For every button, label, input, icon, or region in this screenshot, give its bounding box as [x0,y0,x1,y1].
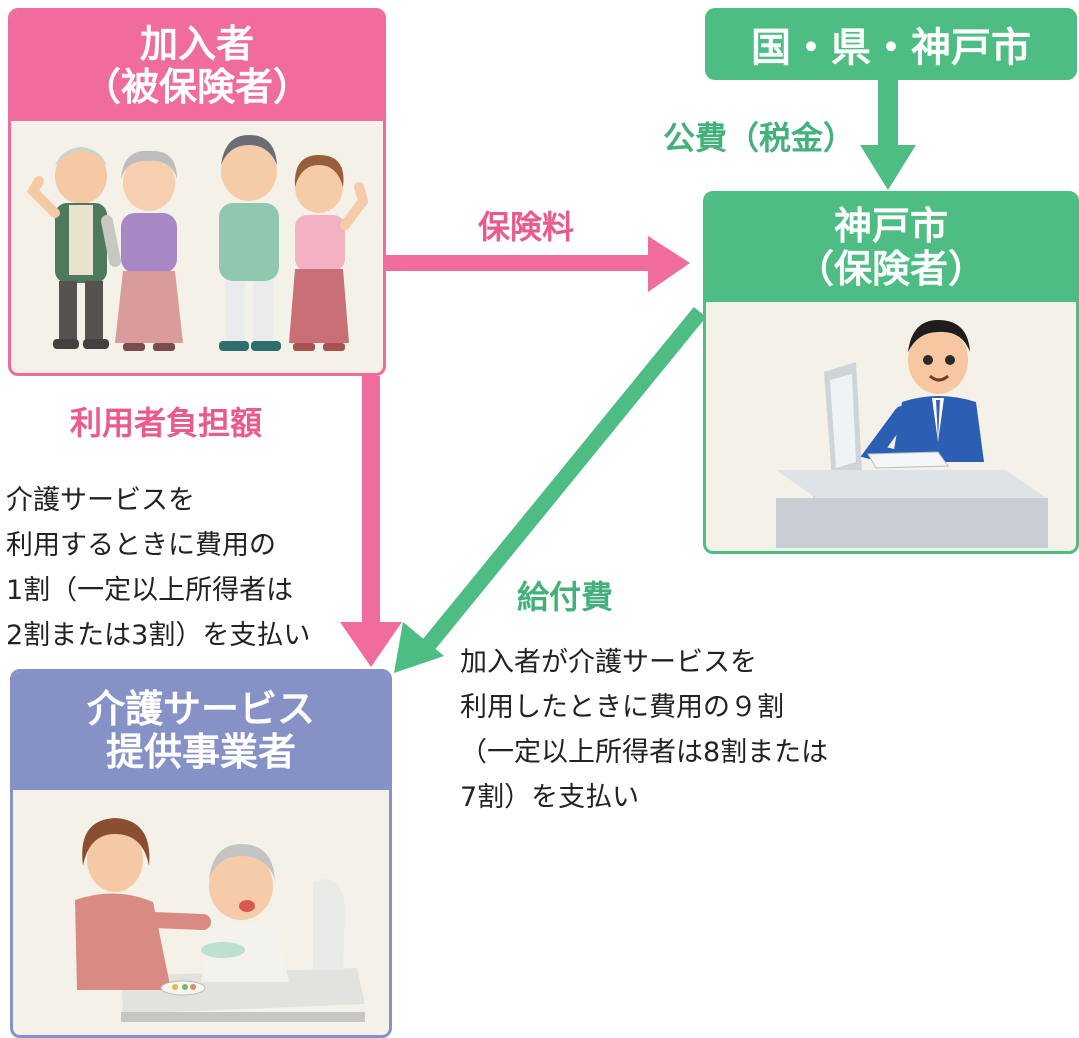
subscriber-header: 加入者 （被保険者） [11,11,383,121]
subscriber-box: 加入者 （被保険者） [8,8,386,376]
provider-subtitle: 提供事業者 [105,730,296,774]
insurer-subtitle: （保険者） [795,247,986,291]
provider-box: 介護サービス 提供事業者 [10,669,392,1038]
office-worker-illustration [776,320,1048,548]
government-title: 国・県・神戸市 [751,25,1031,71]
benefit-arrow [394,306,707,673]
premium-arrow [386,236,690,292]
subscriber-title: 加入者 [139,22,254,67]
insurer-box: 神戸市 （保険者） [703,191,1079,554]
man-figure [219,135,281,351]
benefit-line: 加入者が介護サービスを [460,647,757,678]
insurer-title: 神戸市 [833,204,948,249]
benefit-label: 給付費 [517,578,614,616]
copay-line: 2割または3割）を支払い [6,620,311,651]
benefit-line: （一定以上所得者は8割または [460,737,829,768]
food-plate [160,980,206,996]
copay-line: 利用するときに費用の [6,530,276,561]
subscriber-subtitle: （被保険者） [82,65,311,109]
elderly-man-figure [26,147,121,349]
public-funds-arrow [860,80,916,190]
woman-figure [289,155,369,351]
caregiver-figure [75,818,211,990]
provider-title: 介護サービス [86,687,315,732]
elderly-group-illustration [26,135,369,351]
insurer-header: 神戸市 （保険者） [706,194,1076,302]
copay-arrow [340,376,402,667]
provider-header: 介護サービス 提供事業者 [13,672,389,790]
copay-description: 介護サービスを 利用するときに費用の 1割（一定以上所得者は 2割または3割）を… [6,478,310,658]
copay-line: 介護サービスを [6,485,195,516]
premium-label: 保険料 [478,208,575,246]
benefit-line: 利用したときに費用の９割 [460,692,784,723]
care-scene-illustration [75,818,365,1022]
public-funds-label: 公費（税金） [663,119,856,157]
elderly-patient-figure [201,844,289,982]
bed [121,879,365,1022]
benefit-description: 加入者が介護サービスを 利用したときに費用の９割 （一定以上所得者は8割または … [460,640,828,820]
copay-line: 1割（一定以上所得者は [6,575,294,606]
government-box: 国・県・神戸市 [705,8,1077,80]
copay-label: 利用者負担額 [70,404,263,442]
benefit-line: 7割）を支払い [460,782,640,813]
elderly-woman-figure [115,150,183,351]
desk [776,451,1048,548]
